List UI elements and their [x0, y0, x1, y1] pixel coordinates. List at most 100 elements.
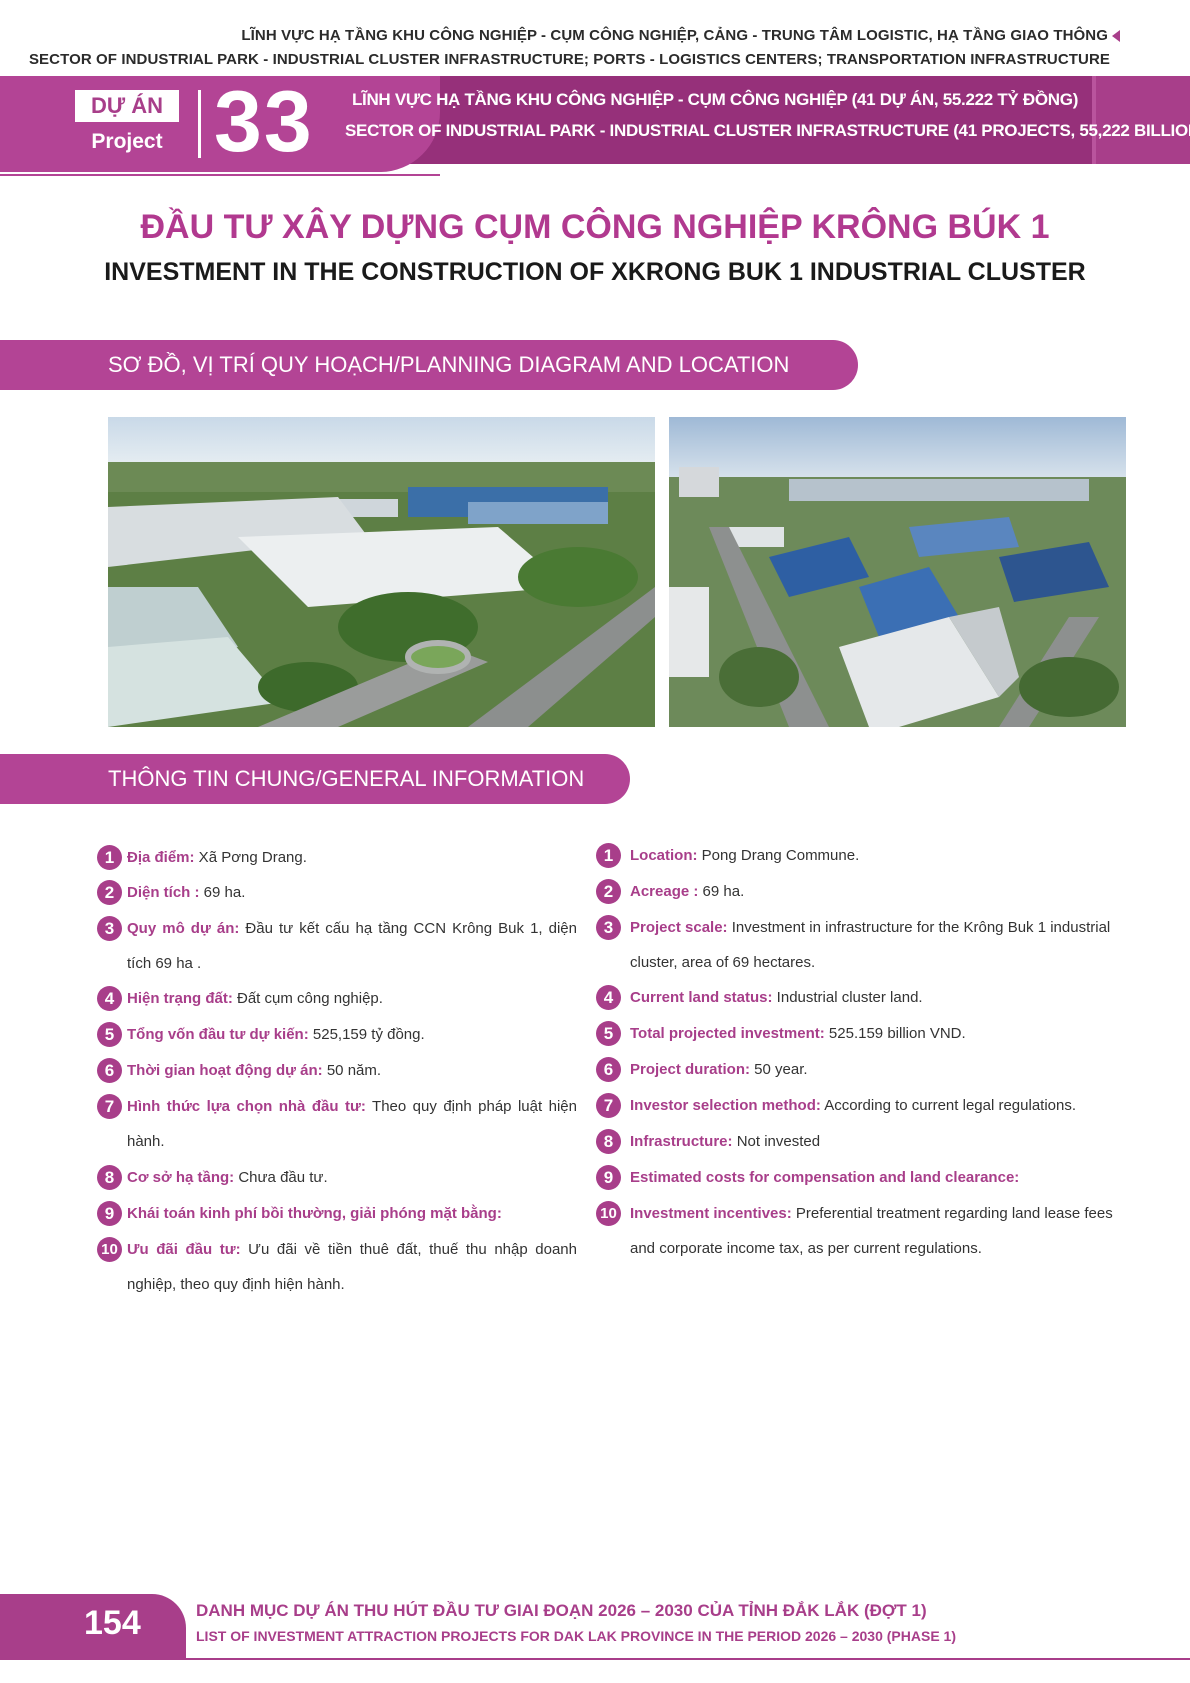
info-label: Current land status:: [630, 989, 773, 1006]
item-number-badge: 8: [596, 1129, 621, 1154]
project-divider: [198, 90, 201, 158]
info-label: Khái toán kinh phí bồi thường, giải phón…: [127, 1205, 502, 1222]
info-item-location-en: Location: Pong Drang Commune.: [630, 838, 1140, 873]
info-label: Địa điểm:: [127, 849, 195, 866]
info-label: Investment incentives:: [630, 1205, 792, 1222]
section-header-general-information: THÔNG TIN CHUNG/GENERAL INFORMATION: [0, 754, 630, 804]
info-label: Ưu đãi đầu tư:: [127, 1241, 241, 1258]
page-number: 154: [84, 1604, 141, 1642]
page-title-vi: ĐẦU TƯ XÂY DỰNG CỤM CÔNG NGHIỆP KRÔNG BÚ…: [140, 208, 1050, 246]
item-number-badge: 2: [596, 879, 621, 904]
info-value: Pong Drang Commune.: [697, 847, 860, 864]
info-value: 525.159 billion VND.: [824, 1025, 966, 1042]
info-item-land-status-vi: Hiện trạng đất: Đất cụm công nghiệp.: [127, 981, 577, 1016]
info-item-land-status-en: Current land status: Industrial cluster …: [630, 980, 1140, 1015]
info-value: Theo quy định pháp luật hiện hành.: [127, 1098, 577, 1150]
info-value: 69 ha.: [199, 884, 246, 901]
footer-title-en: LIST OF INVESTMENT ATTRACTION PROJECTS F…: [196, 1628, 956, 1644]
info-value: Xã Pơng Drang.: [194, 849, 307, 866]
item-number-badge: 9: [596, 1165, 621, 1190]
info-label: Location:: [630, 847, 698, 864]
info-label: Investor selection method:: [630, 1097, 821, 1114]
project-label-vi: DỰ ÁN: [75, 90, 179, 122]
footer-rule: [186, 1658, 1190, 1660]
sector-heading-en: SECTOR OF INDUSTRIAL PARK - INDUSTRIAL C…: [28, 51, 1110, 68]
sector-heading-vi: LĨNH VỰC HẠ TẦNG KHU CÔNG NGHIỆP - CỤM C…: [241, 27, 1108, 44]
info-item-infrastructure-en: Infrastructure: Not invested: [630, 1124, 1140, 1159]
triangle-marker-icon: [1112, 30, 1120, 42]
info-label: Estimated costs for compensation and lan…: [630, 1169, 1020, 1186]
info-label: Tổng vốn đầu tư dự kiến:: [127, 1026, 309, 1043]
item-number-badge: 9: [97, 1201, 122, 1226]
info-item-compensation-en: Estimated costs for compensation and lan…: [630, 1160, 1140, 1195]
info-item-scale-vi: Quy mô dự án: Đầu tư kết cấu hạ tầng CCN…: [127, 911, 577, 981]
item-number-badge: 6: [596, 1057, 621, 1082]
item-number-badge: 1: [596, 843, 621, 868]
item-number-badge: 4: [596, 985, 621, 1010]
page-number-tab: [0, 1594, 186, 1660]
info-value: Đầu tư kết cấu hạ tầng CCN Krông Buk 1, …: [127, 920, 577, 972]
info-label: Diện tích :: [127, 884, 200, 901]
info-item-scale-en: Project scale: Investment in infrastruct…: [630, 910, 1140, 980]
project-label-en: Project: [91, 130, 163, 153]
item-number-badge: 7: [97, 1094, 122, 1119]
info-value: Investment in infrastructure for the Krô…: [630, 919, 1111, 971]
info-label: Infrastructure:: [630, 1133, 733, 1150]
category-band: [335, 76, 1190, 164]
footer-title-vi: DANH MỤC DỰ ÁN THU HÚT ĐẦU TƯ GIAI ĐOẠN …: [196, 1601, 927, 1620]
info-item-investment-vi: Tổng vốn đầu tư dự kiến: 525,159 tỷ đồng…: [127, 1017, 577, 1052]
info-item-incentives-vi: Ưu đãi đầu tư: Ưu đãi về tiền thuê đất, …: [127, 1232, 577, 1302]
item-number-badge: 5: [97, 1022, 122, 1047]
item-number-badge: 7: [596, 1093, 621, 1118]
info-value: 50 năm.: [322, 1062, 382, 1079]
info-item-area-vi: Diện tích : 69 ha.: [127, 875, 577, 910]
info-item-infrastructure-vi: Cơ sở hạ tầng: Chưa đầu tư.: [127, 1160, 577, 1195]
item-number-badge: 10: [97, 1237, 122, 1262]
info-value: Preferential treatment regarding land le…: [630, 1205, 1113, 1257]
info-label: Hình thức lựa chọn nhà đầu tư:: [127, 1098, 366, 1115]
category-band-stripe: [1092, 76, 1096, 164]
aerial-photo-left: [108, 417, 655, 727]
item-number-badge: 6: [97, 1058, 122, 1083]
info-label: Thời gian hoạt động dự án:: [127, 1062, 323, 1079]
page-title-en: INVESTMENT IN THE CONSTRUCTION OF XKRONG…: [104, 258, 1086, 286]
project-band-underline: [0, 174, 440, 176]
info-item-incentives-en: Investment incentives: Preferential trea…: [630, 1196, 1140, 1266]
info-label: Total projected investment:: [630, 1025, 825, 1042]
info-item-compensation-vi: Khái toán kinh phí bồi thường, giải phón…: [127, 1196, 577, 1231]
info-item-selection-en: Investor selection method: According to …: [630, 1088, 1140, 1123]
item-number-badge: 3: [97, 916, 122, 941]
item-number-badge: 5: [596, 1021, 621, 1046]
item-number-badge: 3: [596, 915, 621, 940]
project-number: 33: [214, 74, 314, 170]
info-value: According to current legal regulations.: [820, 1097, 1077, 1114]
info-item-duration-vi: Thời gian hoạt động dự án: 50 năm.: [127, 1053, 577, 1088]
info-item-location-vi: Địa điểm: Xã Pơng Drang.: [127, 840, 577, 875]
item-number-badge: 1: [97, 845, 122, 870]
info-label: Acreage :: [630, 883, 699, 900]
info-label: Hiện trạng đất:: [127, 990, 233, 1007]
info-item-duration-en: Project duration: 50 year.: [630, 1052, 1140, 1087]
aerial-photo-right: [669, 417, 1126, 727]
info-value: Not invested: [732, 1133, 821, 1150]
category-title-en: SECTOR OF INDUSTRIAL PARK - INDUSTRIAL C…: [345, 121, 1190, 140]
info-label: Project duration:: [630, 1061, 751, 1078]
info-value: 69 ha.: [698, 883, 745, 900]
item-number-badge: 10: [596, 1201, 621, 1226]
info-item-area-en: Acreage : 69 ha.: [630, 874, 1140, 909]
item-number-badge: 2: [97, 880, 122, 905]
info-item-selection-vi: Hình thức lựa chọn nhà đầu tư: Theo quy …: [127, 1089, 577, 1159]
info-value: Chưa đầu tư.: [234, 1169, 328, 1186]
info-value: Đất cụm công nghiệp.: [232, 990, 383, 1007]
info-value: 525,159 tỷ đồng.: [308, 1026, 425, 1043]
info-value: 50 year.: [750, 1061, 808, 1078]
item-number-badge: 8: [97, 1165, 122, 1190]
info-value: Industrial cluster land.: [772, 989, 923, 1006]
info-label: Quy mô dự án:: [127, 920, 240, 937]
info-label: Project scale:: [630, 919, 728, 936]
info-item-investment-en: Total projected investment: 525.159 bill…: [630, 1016, 1140, 1051]
section-header-planning: SƠ ĐỒ, VỊ TRÍ QUY HOẠCH/PLANNING DIAGRAM…: [0, 340, 858, 390]
info-value: Ưu đãi về tiền thuê đất, thuế thu nhập d…: [127, 1241, 577, 1293]
item-number-badge: 4: [97, 986, 122, 1011]
info-label: Cơ sở hạ tầng:: [127, 1169, 235, 1186]
